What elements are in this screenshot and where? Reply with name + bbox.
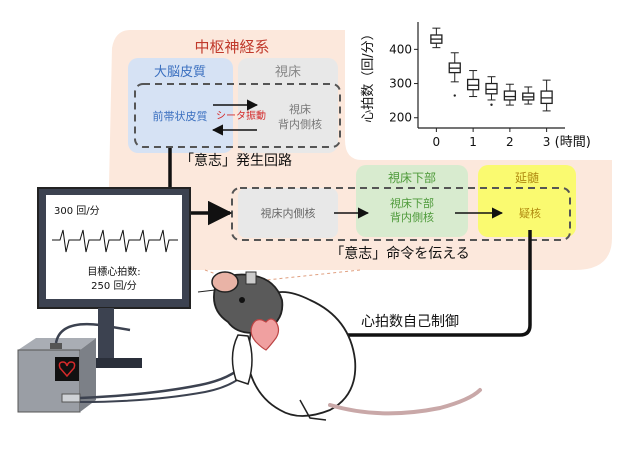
device-plug xyxy=(61,393,81,403)
cerebral-cortex-label: 大脳皮質 xyxy=(154,65,206,80)
zoom-line-right xyxy=(247,269,361,283)
thalamus-md-line2: 背内側核 xyxy=(278,117,322,131)
hypothalamus-region xyxy=(356,165,468,237)
rat-ear xyxy=(211,271,239,293)
thalamus-region xyxy=(238,58,338,153)
rat-forelimb xyxy=(231,334,253,385)
monitor-stand xyxy=(98,308,114,360)
rat-hindpaw xyxy=(299,399,327,421)
ecg-trace xyxy=(52,229,178,253)
rat-tail xyxy=(328,388,482,416)
box-iqr xyxy=(466,78,480,91)
monitor-cable xyxy=(54,322,131,344)
x-tick-label: 1 xyxy=(469,135,477,149)
device-display xyxy=(55,357,79,381)
chart-y-axis-label: 心拍数（回/分） xyxy=(361,27,376,122)
medulla-region xyxy=(478,165,576,237)
head-implant xyxy=(245,271,257,285)
box-outlier xyxy=(490,103,493,106)
thalamus-medial-region xyxy=(238,188,338,238)
target-heart-rate-label: 目標心拍数: xyxy=(87,265,140,278)
medulla-label: 延髄 xyxy=(515,170,539,185)
hypo-dm-line1: 視床下部 xyxy=(390,196,434,210)
heart-rate-monitor: 300 回/分 目標心拍数: 250 回/分 xyxy=(37,187,191,368)
box-item xyxy=(503,83,517,106)
target-heart-rate-value: 250 回/分 xyxy=(91,280,137,292)
thalamus-label: 視床 xyxy=(275,65,301,80)
thalamus-medial-nucleus-label: 視床内側核 xyxy=(261,206,316,220)
y-tick-label: 400 xyxy=(389,42,412,56)
box-item xyxy=(430,27,443,49)
heart-rate-control-arrow xyxy=(265,230,532,348)
will-circuit-box xyxy=(134,83,341,148)
heart-icon xyxy=(58,361,76,378)
box-iqr xyxy=(503,90,517,101)
hypothalamus-label: 視床下部 xyxy=(388,170,436,185)
will-command-label: 「意志」命令を伝える xyxy=(330,245,470,262)
box-item xyxy=(485,76,498,106)
heart-rate-self-control-label: 心拍数自己制御 xyxy=(361,314,459,330)
acc-label: 前帯状皮質 xyxy=(153,109,208,123)
cerebral-cortex-region xyxy=(128,58,233,153)
box-item xyxy=(448,52,461,97)
rat-eye xyxy=(239,297,245,303)
y-tick-label: 300 xyxy=(389,77,412,91)
rat-nose xyxy=(197,289,216,293)
device-connector xyxy=(50,343,62,349)
heart-rate-boxplot: 200 300 400 0 1 2 3 心拍数（回/分） (時間) xyxy=(361,22,591,150)
rat-illustration xyxy=(197,271,482,421)
x-tick-label: 3 xyxy=(543,135,551,149)
monitor-base xyxy=(72,358,142,368)
box-outlier xyxy=(453,94,456,97)
y-tick-label: 200 xyxy=(389,111,412,125)
monitor-screen xyxy=(46,195,182,299)
x-tick-label: 2 xyxy=(506,135,514,149)
chart-x-axis-unit: (時間) xyxy=(555,135,591,150)
device-side xyxy=(80,338,96,412)
stimulator-device xyxy=(17,338,96,413)
chart-boxes xyxy=(430,27,553,112)
rat-heart xyxy=(250,318,280,351)
current-heart-rate: 300 回/分 xyxy=(54,205,100,217)
hypo-dm-line2: 背内側核 xyxy=(390,210,434,224)
cns-title: 中枢神経系 xyxy=(194,38,269,56)
nucleus-ambiguus-label: 疑核 xyxy=(519,206,541,220)
box-iqr xyxy=(485,82,498,95)
will-circuit-label: 「意志」発生回路 xyxy=(180,152,292,169)
box-item xyxy=(540,79,553,112)
box-iqr xyxy=(540,90,553,105)
box-item xyxy=(522,86,535,105)
box-item xyxy=(466,70,480,98)
thalamus-md-line1: 視床 xyxy=(289,102,311,116)
chart-x-ticks: 0 1 2 3 xyxy=(433,128,551,149)
x-tick-label: 0 xyxy=(433,135,441,149)
chart-y-ticks: 200 300 400 xyxy=(389,42,418,125)
theta-oscillation-label: シータ振動 xyxy=(216,109,266,122)
